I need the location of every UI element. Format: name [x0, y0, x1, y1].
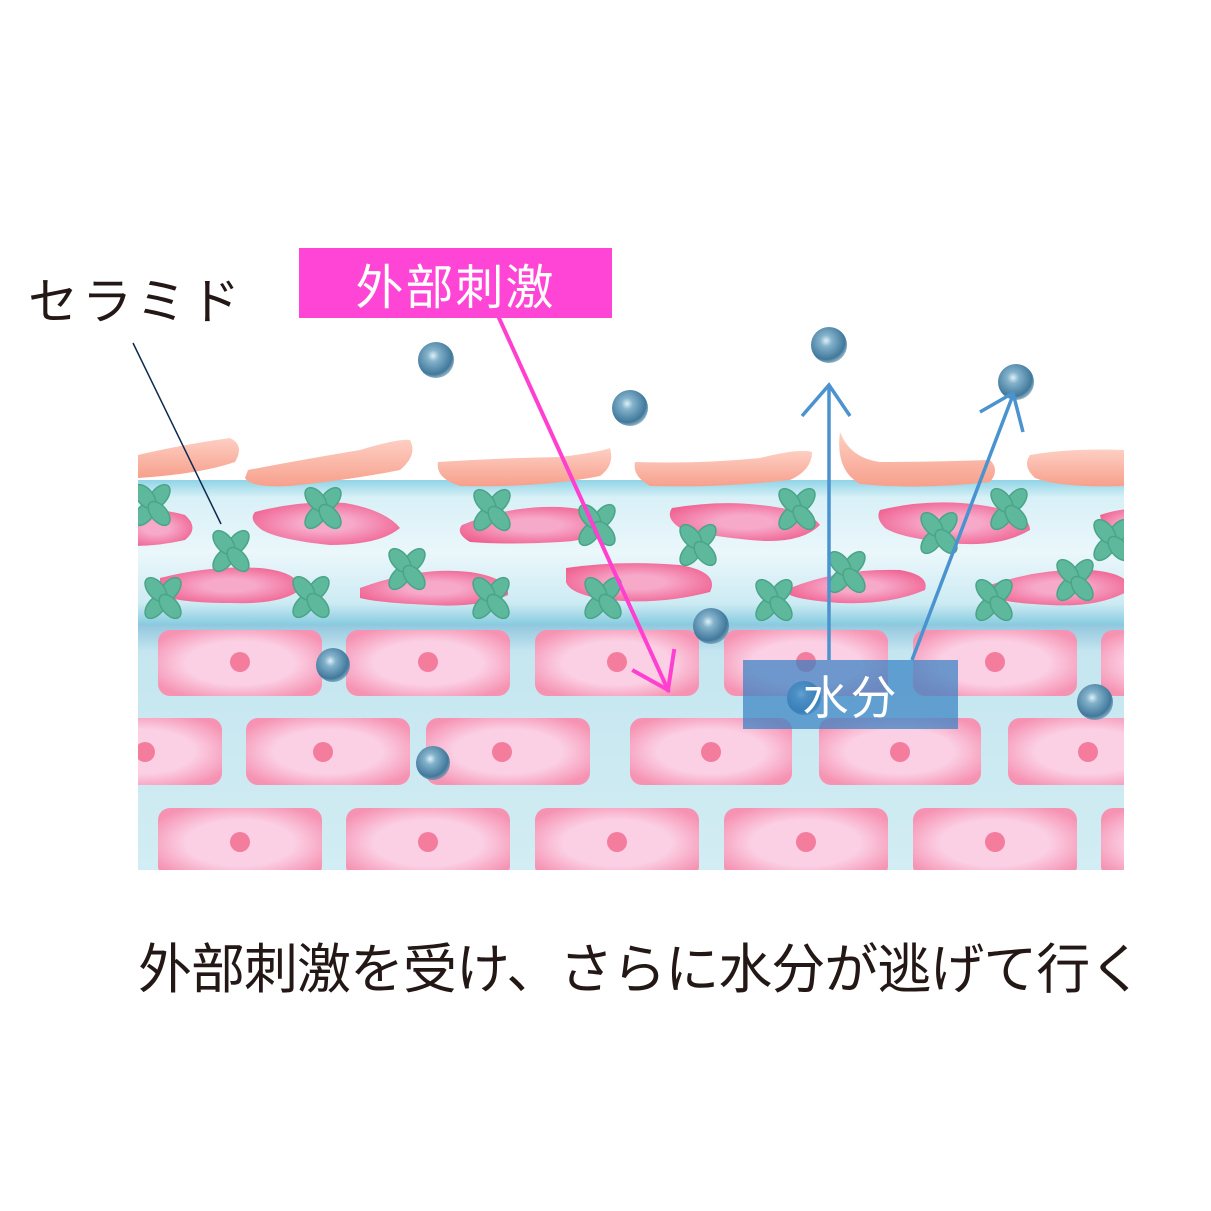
water-droplet-icon — [811, 327, 847, 363]
water-arrow-icon — [800, 382, 852, 660]
ceramide-label: セラミド — [28, 273, 244, 331]
external-stimulus-label: 外部刺激 — [299, 248, 612, 318]
water-droplet-icon — [693, 608, 729, 644]
stratum-corneum-layer — [138, 480, 1124, 625]
water-droplet-icon — [998, 364, 1034, 400]
external-stimulus-text: 外部刺激 — [355, 260, 556, 316]
water-droplet-icon — [1077, 684, 1113, 720]
skin-flakes — [138, 432, 1124, 487]
water-label: 水分 — [743, 660, 958, 729]
cell-row-2 — [138, 718, 1124, 785]
water-text: 水分 — [802, 670, 899, 725]
ceramide-leader-line — [132, 342, 222, 525]
diagram-caption: 外部刺激を受け、さらに水分が逃げて行く — [138, 938, 1143, 1001]
water-droplet-icon — [316, 648, 350, 682]
skin-layers — [138, 432, 1124, 870]
water-droplet-icon — [612, 390, 648, 426]
water-droplet-icon — [416, 746, 450, 780]
water-droplet-icon — [418, 342, 454, 378]
stimulus-arrow-icon — [496, 315, 677, 694]
cell-row-3 — [158, 808, 1124, 870]
cell-row-1 — [158, 630, 1124, 696]
water-arrow-icon — [910, 390, 1025, 661]
